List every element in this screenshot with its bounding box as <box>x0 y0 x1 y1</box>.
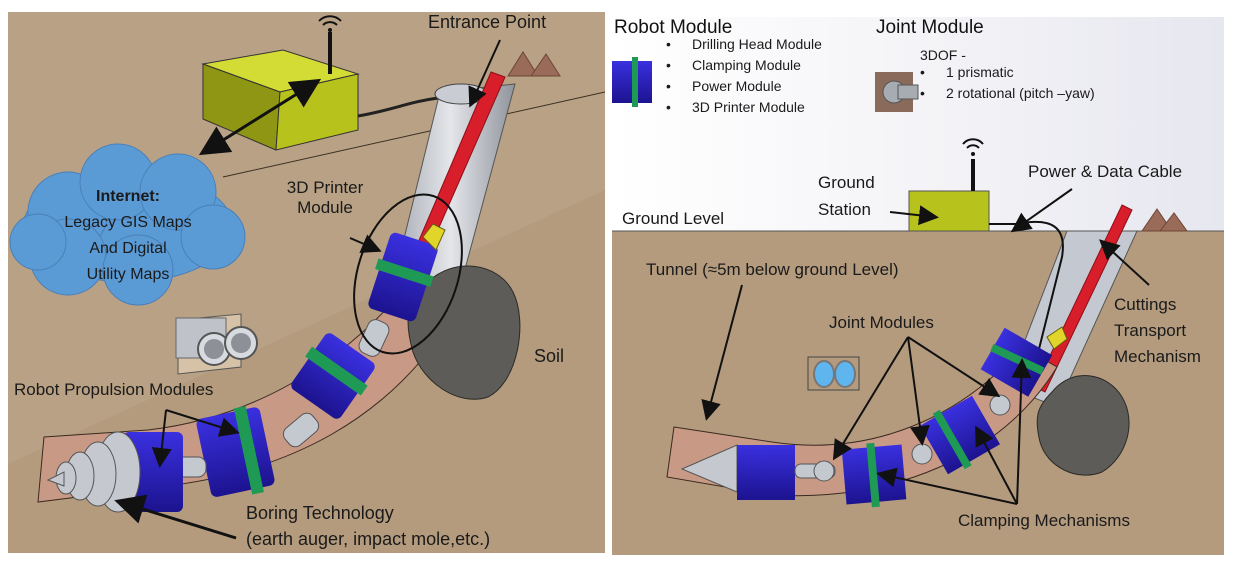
right-panel-side-view: Robot Module Drilling Head Module Clampi… <box>612 17 1224 555</box>
propulsion-arrow-1 <box>151 409 172 468</box>
label-ground-level: Ground Level <box>622 209 725 228</box>
ground-station-line: Ground <box>818 173 875 192</box>
printer-highlight-ellipse <box>353 193 463 355</box>
left-panel-3d-diagram: Entrance Point Internet: Legacy GIS Maps… <box>8 12 605 553</box>
label-boring-technology: Boring Technology (earth auger, impact m… <box>246 500 490 552</box>
entrance-arrow <box>468 39 501 108</box>
boring-line: Boring Technology <box>246 503 394 523</box>
ground-station-arrow <box>889 205 939 226</box>
legend-item: Drilling Head Module <box>666 34 822 55</box>
clamp-arrow-2 <box>975 425 1018 505</box>
rock-obstacle-icon <box>1036 375 1130 476</box>
boring-arrow <box>114 494 237 540</box>
ground-edge-line <box>222 91 605 178</box>
clamp-ring <box>233 405 264 495</box>
joint-arrow-1 <box>832 336 909 461</box>
boring-line: (earth auger, impact mole,etc.) <box>246 529 491 549</box>
label-clamping-mechanisms: Clamping Mechanisms <box>958 511 1130 530</box>
cable-arrow <box>1010 188 1073 233</box>
joint-arrow-3 <box>907 336 1001 398</box>
utility-pipes-icon <box>807 356 860 391</box>
internet-line: Utility Maps <box>86 266 170 283</box>
label-joint-modules: Joint Modules <box>829 313 934 332</box>
cuttings-arrow <box>1099 239 1150 286</box>
wifi-antenna-icon <box>962 138 984 191</box>
label-soil: Soil <box>534 346 565 366</box>
legend-item: 2 rotational (pitch –yaw) <box>920 83 1095 104</box>
internet-line: And Digital <box>89 240 167 257</box>
right-diagram-graphics <box>612 57 1224 555</box>
label-tunnel: Tunnel (≈5m below ground Level) <box>646 260 899 279</box>
wifi-antenna-icon <box>318 15 342 74</box>
ground-station-box <box>908 190 990 232</box>
internet-link-arrow <box>198 78 322 156</box>
clamp-ring <box>932 409 972 470</box>
label-entrance-point: Entrance Point <box>428 12 547 32</box>
label-3d-printer-module: 3D Printer Module <box>270 178 380 219</box>
clamp-ring <box>375 258 434 287</box>
internet-title: Internet: <box>96 188 160 205</box>
robot-train <box>46 223 446 513</box>
joint-module <box>282 412 320 448</box>
clamp-arrow-1 <box>876 467 1018 505</box>
printer-line: Module <box>297 198 353 218</box>
legend-joint-dof: 3DOF - <box>920 47 966 63</box>
clamp-ring <box>866 442 880 508</box>
label-ground-station: Ground Station <box>818 169 875 223</box>
printer-nozzle <box>422 223 446 251</box>
utility-pipes-icon <box>175 313 258 375</box>
printer-line: 3D Printer <box>286 178 364 197</box>
legend-item: Clamping Module <box>666 55 822 76</box>
propulsion-arrow-2 <box>165 409 240 437</box>
label-power-data-cable: Power & Data Cable <box>1028 162 1183 181</box>
clamp-ring <box>305 346 368 396</box>
cuttings-line: Mechanism <box>1114 347 1201 366</box>
drill-head-icon <box>46 431 141 513</box>
tunnel-arrow <box>701 284 743 421</box>
internet-cloud-icon <box>9 143 246 306</box>
joint-module <box>358 319 390 357</box>
legend-joint-module-title: Joint Module <box>876 17 984 38</box>
label-robot-propulsion: Robot Propulsion Modules <box>14 380 214 399</box>
printer-nozzle <box>1046 326 1068 350</box>
joint-arrow-2 <box>907 336 930 446</box>
legend-robot-module-list: Drilling Head Module Clamping Module Pow… <box>666 34 822 118</box>
legend-robot-module-title: Robot Module <box>614 17 733 38</box>
legend-item: Power Module <box>666 76 822 97</box>
legend-item: 1 prismatic <box>920 62 1095 83</box>
internet-line: Legacy GIS Maps <box>64 214 192 231</box>
legend-joint-module-list: 1 prismatic 2 rotational (pitch –yaw) <box>920 62 1095 104</box>
robot-module-legend-icon <box>612 57 652 107</box>
label-internet: Internet: Legacy GIS Maps And Digital Ut… <box>38 184 218 288</box>
rock-obstacle-icon <box>407 265 521 400</box>
clamp-arrow-3 <box>1011 358 1032 505</box>
dirt-mound-icon <box>1141 208 1188 232</box>
left-diagram-graphics <box>8 12 605 540</box>
drilling-head-module <box>737 445 795 500</box>
cuttings-line: Cuttings <box>1114 295 1177 314</box>
cuttings-line: Transport <box>1114 321 1187 340</box>
joint-module-legend-icon <box>875 72 919 112</box>
ground-station-line: Station <box>818 200 871 219</box>
label-cuttings-transport: Cuttings Transport Mechanism <box>1114 292 1201 370</box>
printer-arrow <box>349 234 382 253</box>
dirt-mound-icon <box>507 51 561 77</box>
legend-item: 3D Printer Module <box>666 97 822 118</box>
